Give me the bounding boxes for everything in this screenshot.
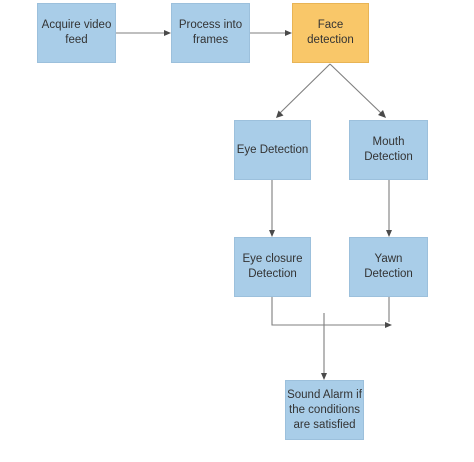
edge-mouth-to-yawn (386, 180, 392, 237)
node-sound-alarm: Sound Alarm if the conditions are satisf… (285, 380, 364, 440)
node-face-detection: Face detection (292, 3, 369, 63)
edge-eye-to-eyeclosure (269, 180, 275, 237)
node-process-into-frames: Process into frames (171, 3, 250, 63)
edge-acquire-to-process (116, 30, 171, 36)
node-eye-closure-detection: Eye closure Detection (234, 237, 311, 297)
node-yawn-detection: Yawn Detection (349, 237, 428, 297)
edge-face-to-eye (276, 63, 331, 118)
edge-face-to-mouth (329, 63, 386, 118)
edge-junction-to-alarm (321, 313, 327, 380)
edge-eyeclosure-to-yawn (271, 297, 392, 328)
node-acquire-video-feed: Acquire video feed (37, 3, 116, 63)
node-eye-detection: Eye Detection (234, 120, 311, 180)
node-mouth-detection: Mouth Detection (349, 120, 428, 180)
edge-process-to-face (250, 30, 292, 36)
